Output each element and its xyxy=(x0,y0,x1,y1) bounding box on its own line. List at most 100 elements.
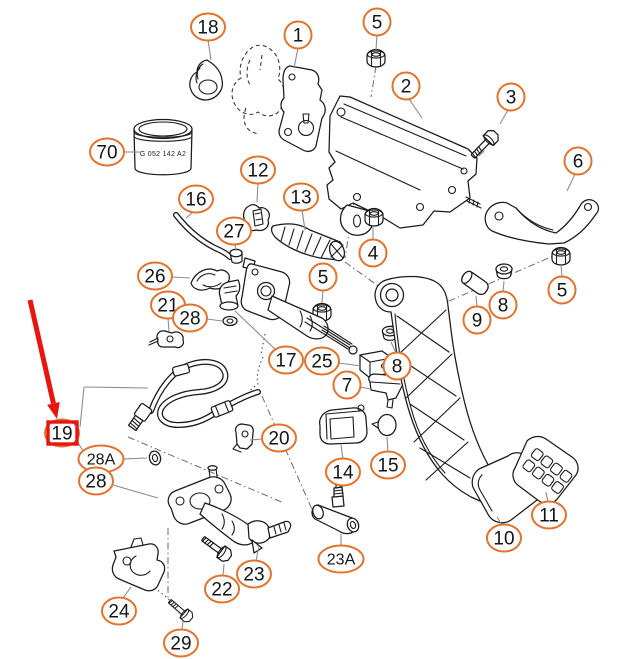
callout-bubble[interactable] xyxy=(496,82,526,112)
callout-5-1[interactable]: 5 xyxy=(362,7,392,37)
callout-bubble[interactable] xyxy=(382,351,412,381)
part-13-lineart xyxy=(270,223,346,262)
callout-25[interactable]: 25 xyxy=(304,346,340,376)
callout-bubble[interactable] xyxy=(391,71,421,101)
callout-19[interactable]: 19 xyxy=(44,418,80,448)
callout-label: 19 xyxy=(51,424,72,445)
callout-20[interactable]: 20 xyxy=(261,423,297,453)
callout-bubble[interactable] xyxy=(531,500,567,530)
callout-27[interactable]: 27 xyxy=(216,216,252,246)
part-17-lineart xyxy=(218,257,358,355)
callout-3[interactable]: 3 xyxy=(496,82,526,112)
callout-2[interactable]: 2 xyxy=(391,71,421,101)
part-6-lineart xyxy=(484,199,600,245)
callout-6[interactable]: 6 xyxy=(563,146,593,176)
callout-bubble[interactable] xyxy=(216,216,252,246)
callout-bubble[interactable] xyxy=(547,275,577,305)
callout-bubble[interactable] xyxy=(488,290,518,320)
leader-21 xyxy=(167,317,170,332)
callout-7[interactable]: 7 xyxy=(332,370,362,400)
callout-bubble[interactable] xyxy=(178,184,214,214)
callout-bubble[interactable] xyxy=(236,559,272,589)
leader-17 xyxy=(234,310,278,352)
callout-bubble[interactable] xyxy=(370,450,406,480)
callout-12[interactable]: 12 xyxy=(240,155,276,185)
callout-label: 15 xyxy=(377,456,398,477)
callout-label: 12 xyxy=(247,161,268,182)
callout-label: 23 xyxy=(243,565,264,586)
callout-17[interactable]: 17 xyxy=(268,345,304,375)
highlight-arrowhead xyxy=(47,401,60,419)
part-ghost-bracket xyxy=(231,44,286,135)
callout-label: 70 xyxy=(96,143,117,164)
part-20-lineart xyxy=(232,423,254,453)
callout-bubble[interactable] xyxy=(358,238,388,268)
callout-bubble[interactable] xyxy=(462,305,492,335)
callout-bubble[interactable] xyxy=(190,12,226,42)
callout-bubble[interactable] xyxy=(563,146,593,176)
callout-14[interactable]: 14 xyxy=(325,457,361,487)
callout-26[interactable]: 26 xyxy=(137,261,173,291)
callout-bubble[interactable] xyxy=(137,261,173,291)
leader-9 xyxy=(475,295,478,308)
callout-15[interactable]: 15 xyxy=(370,450,406,480)
callout-bubble[interactable] xyxy=(261,423,297,453)
callout-10[interactable]: 10 xyxy=(486,523,522,553)
leader-28-2 xyxy=(112,484,159,499)
leader-5-1 xyxy=(375,34,378,51)
callout-label: 9 xyxy=(472,311,483,332)
callout-bubble[interactable] xyxy=(78,466,114,496)
callout-bubble[interactable] xyxy=(332,370,362,400)
callout-bubble[interactable] xyxy=(283,20,313,50)
callout-8-2[interactable]: 8 xyxy=(382,351,412,381)
callout-bubble[interactable] xyxy=(362,7,392,37)
callout-bubble[interactable] xyxy=(240,155,276,185)
callout-22[interactable]: 22 xyxy=(204,574,240,604)
callout-bubble[interactable] xyxy=(44,418,80,448)
callout-18[interactable]: 18 xyxy=(190,12,226,42)
callout-bubble[interactable] xyxy=(204,574,240,604)
callout-bubble[interactable] xyxy=(163,628,199,658)
callout-bubble[interactable] xyxy=(317,544,365,574)
callout-bubble[interactable] xyxy=(325,457,361,487)
leader-3 xyxy=(499,109,509,125)
callout-label: 7 xyxy=(342,376,353,397)
part-27-lineart xyxy=(229,248,243,264)
callout-29[interactable]: 29 xyxy=(163,628,199,658)
callout-28-1[interactable]: 28 xyxy=(172,303,208,333)
callout-bubble[interactable] xyxy=(304,346,340,376)
part-15-lineart xyxy=(371,413,397,437)
callout-label: 17 xyxy=(275,351,296,372)
callout-label: 10 xyxy=(493,529,514,550)
callout-11[interactable]: 11 xyxy=(531,500,567,530)
leader-6 xyxy=(566,173,576,192)
callout-bubble[interactable] xyxy=(268,345,304,375)
callout-9[interactable]: 9 xyxy=(462,305,492,335)
callout-28-2[interactable]: 28 xyxy=(78,466,114,496)
part-1-lineart xyxy=(278,65,326,152)
callout-label: 11 xyxy=(539,506,559,527)
callout-5-3[interactable]: 5 xyxy=(547,275,577,305)
callout-23A[interactable]: 23A xyxy=(317,544,365,574)
callout-bubble[interactable] xyxy=(89,137,125,167)
callout-13[interactable]: 13 xyxy=(283,182,319,212)
callout-4[interactable]: 4 xyxy=(358,238,388,268)
callout-bubble[interactable] xyxy=(101,596,137,626)
callout-70[interactable]: 70 xyxy=(89,137,125,167)
callout-28A[interactable]: 28A xyxy=(77,444,125,474)
callout-label: 28A xyxy=(87,452,116,469)
callout-bubble[interactable] xyxy=(172,303,208,333)
callout-label: 21 xyxy=(157,296,178,317)
callout-23[interactable]: 23 xyxy=(236,559,272,589)
callout-label: 28 xyxy=(179,309,200,330)
callout-24[interactable]: 24 xyxy=(101,596,137,626)
callout-bubble[interactable] xyxy=(283,182,319,212)
callout-bubble[interactable] xyxy=(486,523,522,553)
callout-8-1[interactable]: 8 xyxy=(488,290,518,320)
callout-1[interactable]: 1 xyxy=(283,20,313,50)
callout-5-2[interactable]: 5 xyxy=(308,262,338,292)
leader-25 xyxy=(338,362,362,367)
callout-label: 16 xyxy=(185,190,206,211)
callout-bubble[interactable] xyxy=(308,262,338,292)
callout-16[interactable]: 16 xyxy=(178,184,214,214)
